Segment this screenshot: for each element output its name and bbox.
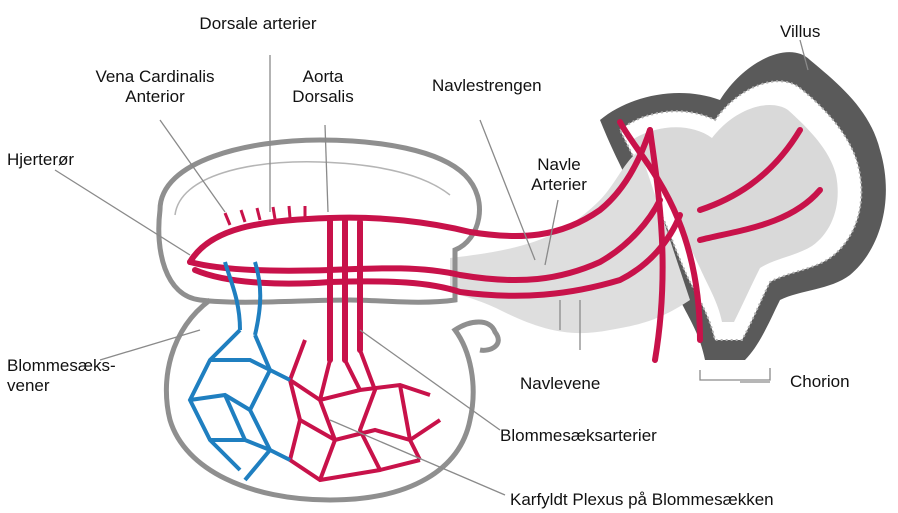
- label-karfyldt-plexus: Karfyldt Plexus på Blommesækken: [510, 490, 774, 510]
- label-hjerteror: Hjerterør: [7, 150, 74, 170]
- label-dorsale-arterier: Dorsale arterier: [158, 14, 358, 34]
- label-vena-cardinalis-line-1: Vena Cardinalis: [60, 67, 250, 87]
- label-blommesaeks-vener: Blommesæks- vener: [7, 356, 116, 396]
- label-aorta-dorsalis: Aorta Dorsalis: [278, 67, 368, 107]
- label-navle-line-1: Navle: [514, 155, 604, 175]
- label-blommesaeks-line-2: vener: [7, 376, 116, 396]
- label-navlevene: Navlevene: [520, 374, 600, 394]
- label-vena-cardinalis-line-2: Anterior: [60, 87, 250, 107]
- label-navle-line-2: Arterier: [514, 175, 604, 195]
- label-blommesaeksarterier: Blommesæksarterier: [500, 426, 657, 446]
- label-villus: Villus: [780, 22, 820, 42]
- label-vena-cardinalis-anterior: Vena Cardinalis Anterior: [60, 67, 250, 107]
- label-aorta-line-2: Dorsalis: [278, 87, 368, 107]
- label-chorion: Chorion: [790, 372, 850, 392]
- yolk-sac-veins: [190, 262, 290, 480]
- label-aorta-line-1: Aorta: [278, 67, 368, 87]
- label-blommesaeks-line-1: Blommesæks-: [7, 356, 116, 376]
- label-navlestrengen: Navlestrengen: [432, 76, 542, 96]
- label-navle-arterier: Navle Arterier: [514, 155, 604, 195]
- amnion-line: [175, 162, 450, 215]
- yolk-sac-arterial-plexus: [290, 340, 440, 480]
